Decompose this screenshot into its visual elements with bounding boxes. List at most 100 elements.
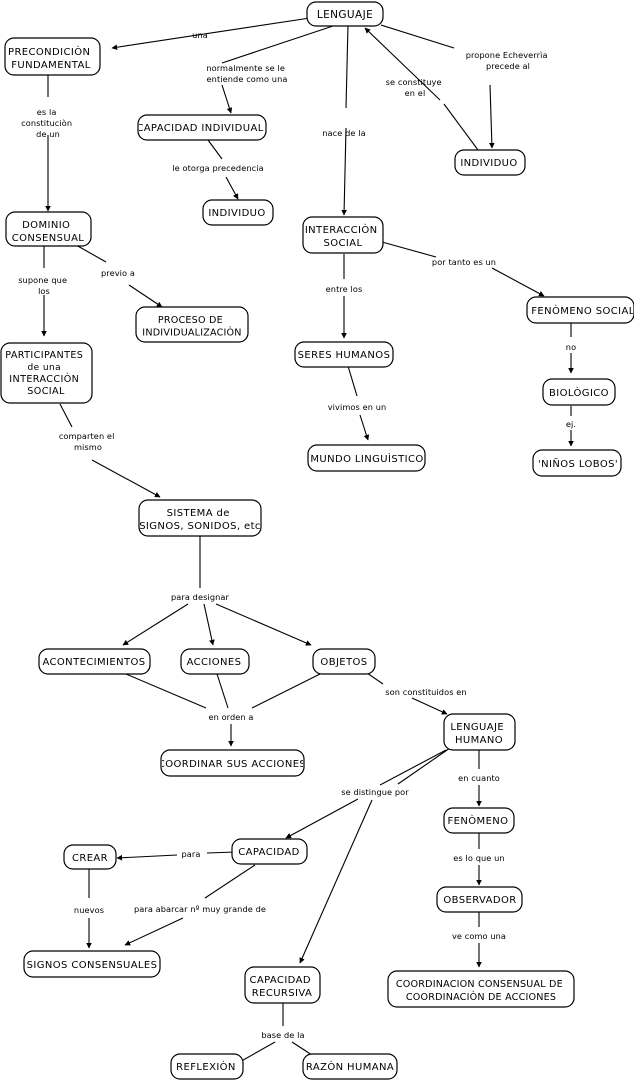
edge-label-l1: una xyxy=(192,30,208,40)
node-reflexion[interactable]: REFLEXIÒN xyxy=(170,1053,244,1080)
node-observador[interactable]: OBSERVADOR xyxy=(436,886,523,913)
node-acontecimientos[interactable]: ACONTECIMIENTOS xyxy=(38,648,151,675)
node-interaccion-social[interactable]: INTERACCIÒN SOCIAL xyxy=(302,216,384,254)
edge-l4a xyxy=(364,27,441,101)
node-precondicion-line-0: PRECONDICIÒN xyxy=(8,45,90,58)
svg-text:FENÒMENO: FENÒMENO xyxy=(448,814,509,827)
node-proceso-individualizacion[interactable]: PROCESO DE INDIVIDUALIZACIÒN xyxy=(135,306,249,343)
node-ninos-lobos[interactable]: 'NIÑOS LOBOS' xyxy=(532,449,622,477)
node-fenomeno-social[interactable]: FENÒMENO SOCIAL xyxy=(526,296,634,324)
edge-l28b xyxy=(116,854,178,861)
edge-layer xyxy=(41,17,574,1073)
edge-l7a xyxy=(207,139,223,160)
edge-label-l3: nace de la xyxy=(322,128,365,138)
edge-l10a xyxy=(381,241,437,258)
edge-label-l16: para designar xyxy=(171,592,230,602)
edge-label-l22: son constituidos en xyxy=(385,687,466,697)
node-crear-line-0: CREAR xyxy=(72,853,108,864)
node-coordinacion-line-0: COORDINACION CONSENSUAL DE xyxy=(396,979,563,990)
node-precondicion-line-1: FUNDAMENTAL xyxy=(11,60,91,71)
edge-l2b xyxy=(221,84,233,114)
edge-label-l7: le otorga precedencia xyxy=(172,163,263,173)
node-razon-humana-line-0: RAZÒN HUMANA xyxy=(306,1060,394,1073)
node-biologico[interactable]: BIOLÒGICO xyxy=(542,378,616,406)
edge-label-l11: entre los xyxy=(326,284,363,294)
svg-text:OBSERVADOR: OBSERVADOR xyxy=(443,895,516,906)
edge-l4b xyxy=(443,103,479,151)
node-coordinacion-consensual[interactable]: COORDINACION CONSENSUAL DE COORDINACIÒN … xyxy=(387,970,575,1008)
node-individuo-1-line-0: INDIVIDUO xyxy=(208,208,265,219)
edge-label-l26: se distingue por xyxy=(341,787,409,797)
node-capacidad-line-0: CAPACIDAD xyxy=(238,847,299,858)
edge-l19a xyxy=(125,673,207,709)
node-dominio-line-1: CONSENSUAL xyxy=(12,233,85,244)
edge-l17 xyxy=(203,603,215,646)
svg-text:OBJETOS: OBJETOS xyxy=(320,657,367,668)
node-capacidad-individual[interactable]: CAPACIDAD INDIVIDUAL xyxy=(136,114,267,141)
node-mundo-linguistico[interactable]: MUNDO LINGUÌSTICO xyxy=(307,444,426,472)
node-reflexion-line-0: REFLEXIÒN xyxy=(176,1060,236,1073)
svg-text:INDIVIDUO: INDIVIDUO xyxy=(460,158,517,169)
edge-label-l9: previo a xyxy=(101,268,135,278)
node-razon-humana[interactable]: RAZÒN HUMANA xyxy=(302,1053,398,1080)
node-participantes-line-1: de una xyxy=(28,363,61,373)
edge-l10b xyxy=(491,267,545,297)
node-individuo-2-line-0: INDIVIDUO xyxy=(460,158,517,169)
node-signos-consensuales-line-0: SIGNOS CONSENSUALES xyxy=(27,960,158,971)
edge-l3b xyxy=(341,127,347,216)
edge-l28a xyxy=(206,851,237,854)
edge-l1 xyxy=(111,17,311,51)
svg-text:SIGNOS CONSENSUALES: SIGNOS CONSENSUALES xyxy=(27,960,158,971)
edge-label-l6: es la constituciòn de un xyxy=(21,107,75,139)
edge-l26b xyxy=(285,798,359,839)
node-coordinar-sus-acciones[interactable]: COORDINAR SUS ACCIONES xyxy=(158,749,306,777)
edge-l21 xyxy=(251,673,321,709)
node-acciones[interactable]: ACCIONES xyxy=(180,648,250,675)
edge-l20 xyxy=(216,673,229,709)
node-sistema-signos[interactable]: SISTEMA de SIGNOS, SONIDOS, etc xyxy=(138,499,262,537)
node-capacidad-recursiva-line-1: RECURSIVA xyxy=(252,988,312,999)
edge-l27a xyxy=(379,749,447,786)
node-precondicion-fundamental[interactable]: PRECONDICIÒN FUNDAMENTAL xyxy=(4,37,101,76)
svg-text:DOMINIO CONSENSUAL: DOMINIO CONSENSUAL xyxy=(12,220,85,244)
edge-label-l15: comparten el mismo xyxy=(59,431,117,452)
node-dominio-line-0: DOMINIO xyxy=(22,220,70,231)
node-lenguaje-humano-line-1: HUMANO xyxy=(455,735,503,746)
edge-l14a xyxy=(347,365,358,397)
node-individuo-2[interactable]: INDIVIDUO xyxy=(454,149,526,176)
node-participantes[interactable]: PARTICIPANTES de una INTERACCIÒN SOCIAL xyxy=(0,342,93,404)
node-seres-humanos[interactable]: SERES HUMANOS xyxy=(294,341,394,368)
node-signos-consensuales[interactable]: SIGNOS CONSENSUALES xyxy=(23,950,161,978)
svg-text:REFLEXIÒN: REFLEXIÒN xyxy=(176,1060,236,1073)
node-crear[interactable]: CREAR xyxy=(63,844,117,870)
node-proceso-line-0: PROCESO DE xyxy=(158,315,223,326)
node-lenguaje[interactable]: LENGUAJE xyxy=(306,1,384,27)
svg-text:CAPACIDAD RECURSIVA: CAPACIDAD RECURSIVA xyxy=(249,975,314,999)
svg-text:COORDINACION CONSENSUAL DE: COORDINACION CONSENSUAL DE COORDINACIÒN … xyxy=(396,979,566,1003)
node-fenomeno[interactable]: FENÒMENO xyxy=(443,807,515,834)
edge-l2a xyxy=(221,24,337,64)
node-lenguaje-line-0: LENGUAJE xyxy=(317,9,373,21)
svg-text:'NIÑOS LOBOS': 'NIÑOS LOBOS' xyxy=(538,457,618,470)
svg-text:INTERACCIÒN SOCIAL: INTERACCIÒN SOCIAL xyxy=(305,223,381,249)
node-objetos[interactable]: OBJETOS xyxy=(312,648,376,675)
node-capacidad-recursiva[interactable]: CAPACIDAD RECURSIVA xyxy=(244,966,321,1004)
node-lenguaje-humano[interactable]: LENGUAJE HUMANO xyxy=(443,713,516,751)
node-individuo-1[interactable]: INDIVIDUO xyxy=(202,199,274,226)
node-capacidad[interactable]: CAPACIDAD xyxy=(231,838,308,865)
node-fenomeno-line-0: FENÒMENO xyxy=(448,814,509,827)
svg-text:ACONTECIMIENTOS: ACONTECIMIENTOS xyxy=(42,657,145,668)
edge-label-l14: vivimos en un xyxy=(328,402,387,412)
edge-l9a xyxy=(75,244,107,263)
node-interaccion-line-0: INTERACCIÒN xyxy=(305,223,378,236)
svg-text:LENGUAJE: LENGUAJE xyxy=(317,9,373,21)
edge-label-l13: ej. xyxy=(566,419,576,429)
svg-text:FENÒMENO SOCIAL: FENÒMENO SOCIAL xyxy=(531,304,634,317)
node-objetos-line-0: OBJETOS xyxy=(320,657,367,668)
edge-l27b xyxy=(299,799,373,964)
node-dominio-consensual[interactable]: DOMINIO CONSENSUAL xyxy=(5,211,92,247)
edge-l16b xyxy=(122,603,189,646)
svg-text:MUNDO LINGUÌSTICO: MUNDO LINGUÌSTICO xyxy=(310,452,423,465)
node-mundo-linguistico-line-0: MUNDO LINGUÌSTICO xyxy=(310,452,423,465)
